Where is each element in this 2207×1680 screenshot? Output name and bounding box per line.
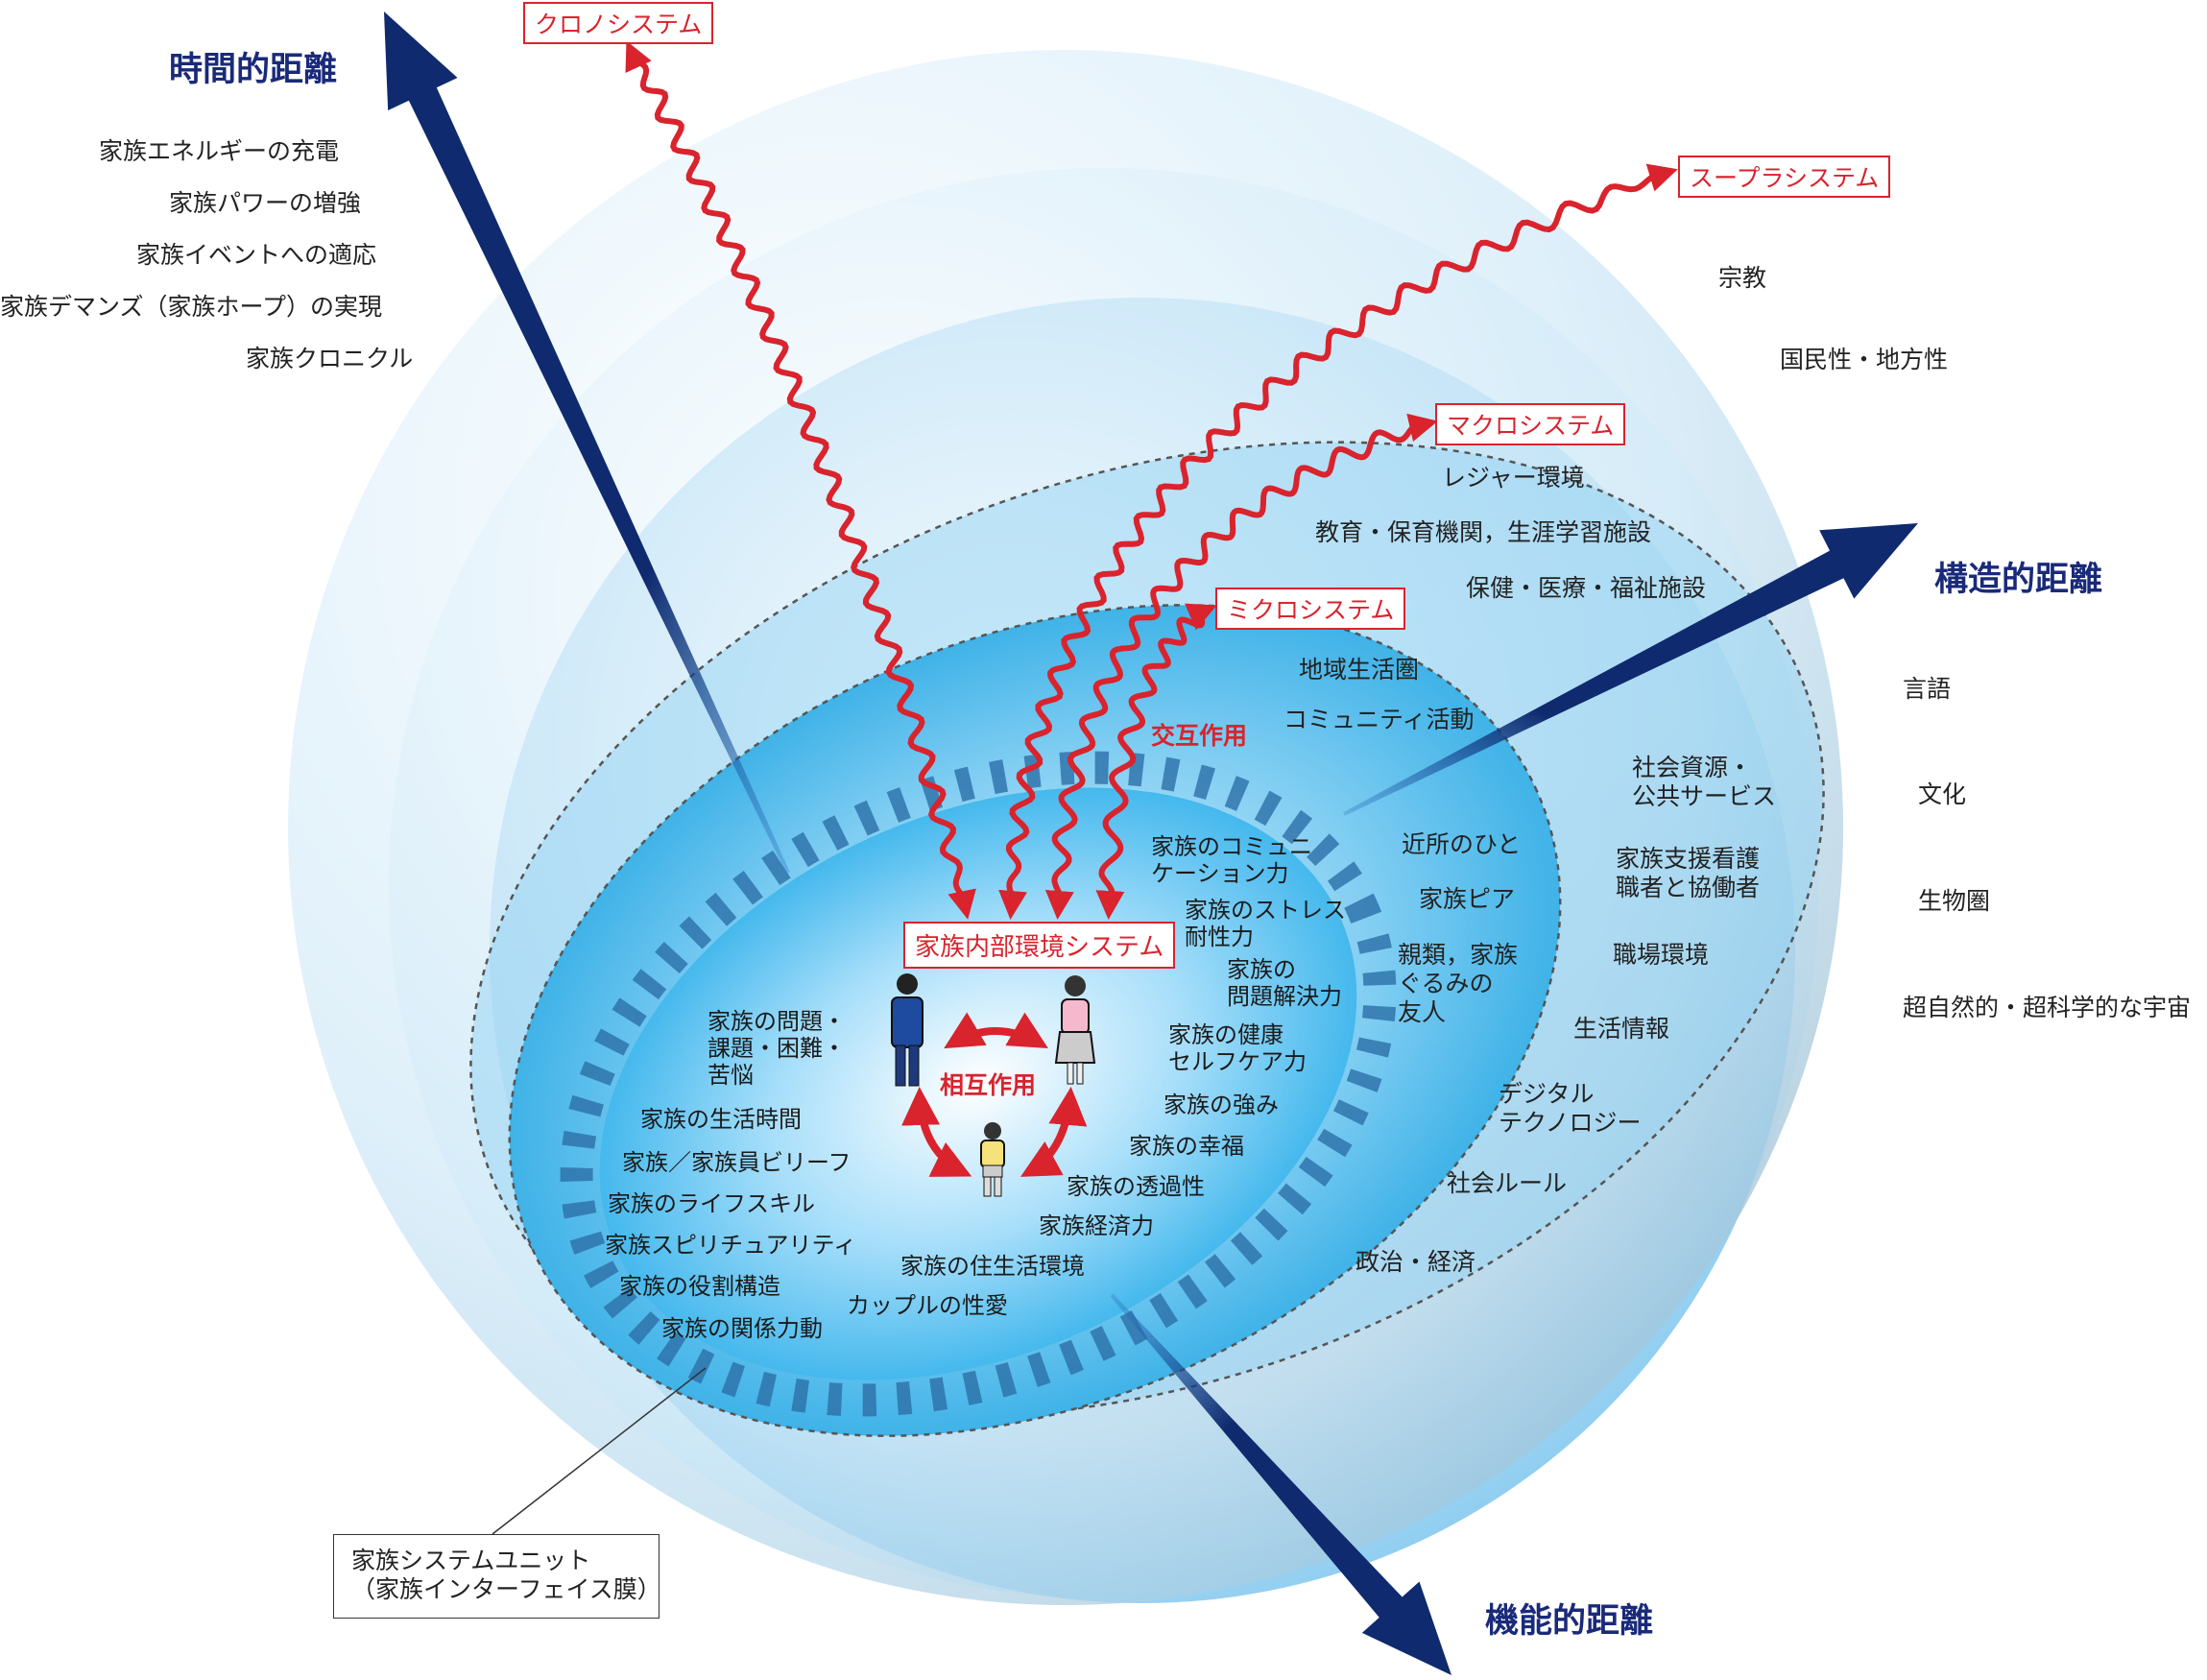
micro-system-label: ミクロシステム [1215, 588, 1406, 630]
micro-item: 家族ピア [1419, 885, 1516, 913]
family-item: 家族の幸福 [1129, 1133, 1244, 1160]
family-item: 家族の問題・ 課題・困難・ 苦悩 [708, 1008, 846, 1089]
structure-item: 超自然的・超科学的な宇宙 [1903, 994, 2192, 1021]
family-item: 家族の 問題解決力 [1227, 956, 1342, 1010]
function-axis-arrow [1110, 1293, 1451, 1675]
micro-item: コミュニティ活動 [1283, 706, 1475, 733]
structure-item: 生物圏 [1918, 887, 1991, 915]
interaction-outer-label: 交互作用 [1151, 722, 1248, 750]
child-figure-icon [980, 1122, 1005, 1197]
family-item: 家族の強み [1163, 1092, 1279, 1118]
structure-item: 文化 [1918, 780, 1967, 808]
macro-system-label: マクロシステム [1435, 403, 1626, 445]
axis-label-function: 機能的距離 [1485, 1602, 1654, 1641]
supra-item: 国民性・地方性 [1780, 346, 1949, 373]
macro-interaction-arrow [1044, 413, 1438, 920]
family-item: 家族のコミュニ ケーション力 [1151, 833, 1312, 887]
micro-item: 地域生活圏 [1299, 656, 1420, 684]
unit-leader-line [492, 1367, 707, 1535]
macro-item: 政治・経済 [1355, 1248, 1476, 1276]
macro-item: デジタル テクノロジー [1499, 1080, 1642, 1137]
family-internal-system-label: 家族内部環境システム [903, 922, 1176, 969]
mother-figure-icon [1054, 975, 1096, 1085]
time-item: 家族イベントへの適応 [136, 241, 377, 269]
mutual-interaction-arrows [901, 1012, 1088, 1177]
family-item: 家族／家族員ビリーフ [622, 1149, 852, 1176]
micro-item: 親類，家族 ぐるみの 友人 [1398, 941, 1519, 1026]
family-item: 家族スピリチュアリティ [605, 1232, 857, 1259]
micro-interaction-arrow [1095, 603, 1217, 920]
time-item: 家族クロニクル [246, 345, 414, 372]
family-item: 家族の関係力動 [661, 1315, 823, 1342]
time-item: 家族エネルギーの充電 [99, 137, 340, 165]
micro-item: 近所のひと [1402, 830, 1522, 858]
father-figure-icon [891, 973, 924, 1087]
macro-item: 社会資源・ 公共サービス [1632, 754, 1777, 810]
family-item: 家族の住生活環境 [900, 1253, 1085, 1280]
family-system-unit-label: 家族システムユニット （家族インターフェイス膜） [333, 1534, 661, 1619]
structure-item: 言語 [1903, 675, 1952, 703]
chrono-system-label: クロノシステム [523, 2, 714, 44]
family-item: 家族の生活時間 [640, 1106, 802, 1133]
time-item: 家族パワーの増強 [169, 189, 362, 217]
axis-label-structure: 構造的距離 [1934, 561, 2103, 599]
axis-label-time: 時間的距離 [169, 51, 338, 89]
chrono-interaction-arrow [625, 40, 976, 920]
macro-item: 生活情報 [1573, 1015, 1670, 1043]
supra-system-label: スープラシステム [1678, 156, 1891, 198]
family-item: 家族の透過性 [1067, 1173, 1205, 1200]
macro-item: レジャー環境 [1442, 464, 1585, 492]
interaction-inner-label: 相互作用 [940, 1071, 1037, 1099]
family-item: 家族のライフスキル [608, 1190, 815, 1217]
family-item: カップルの性愛 [847, 1292, 1008, 1319]
macro-item: 職場環境 [1613, 941, 1710, 969]
family-item: 家族の健康 セルフケア力 [1168, 1021, 1307, 1075]
macro-item: 社会ルール [1447, 1169, 1568, 1197]
macro-item: 教育・保育機関，生涯学習施設 [1315, 518, 1652, 546]
macro-item: 家族支援看護 職者と協働者 [1616, 845, 1761, 901]
family-item: 家族の役割構造 [619, 1273, 780, 1300]
supra-item: 宗教 [1718, 264, 1767, 292]
family-item: 家族のストレス 耐性力 [1185, 897, 1346, 950]
time-item: 家族デマンズ（家族ホープ）の実現 [0, 293, 383, 321]
family-item: 家族経済力 [1039, 1212, 1154, 1239]
macro-item: 保健・医療・福祉施設 [1466, 574, 1707, 602]
